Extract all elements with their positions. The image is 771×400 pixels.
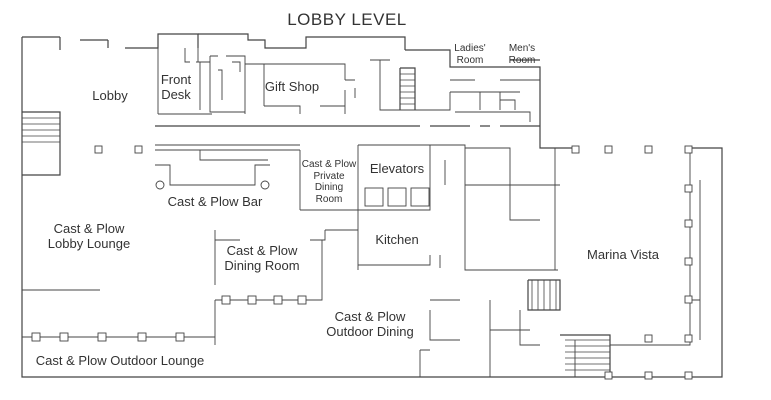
room-label-private-dining-room: Cast & Plow Private Dining Room	[301, 159, 357, 205]
room-label-front-desk: Front Desk	[160, 72, 192, 102]
columns	[94, 145, 693, 380]
page-title: LOBBY LEVEL	[287, 10, 407, 29]
outer-walls	[21, 33, 723, 378]
room-label-ladies-room: Ladies' Room	[454, 43, 486, 66]
room-label-elevators: Elevators	[369, 161, 425, 176]
room-label-cast-plow-bar: Cast & Plow Bar	[167, 194, 263, 209]
elevator-cars	[364, 187, 430, 207]
interior-walls	[22, 125, 701, 377]
room-label-lobby: Lobby	[92, 88, 128, 103]
outdoor-seating-row	[22, 295, 322, 342]
room-label-kitchen: Kitchen	[375, 232, 419, 247]
room-label-outdoor-dining: Cast & Plow Outdoor Dining	[326, 309, 414, 339]
room-label-dining-room: Cast & Plow Dining Room	[224, 243, 300, 273]
bar-area	[155, 144, 301, 210]
room-label-mens-room: Men's Room	[508, 43, 536, 66]
front-desk-block	[157, 48, 246, 115]
stairs	[22, 67, 611, 377]
restrooms	[450, 79, 540, 122]
room-label-lobby-lounge: Cast & Plow Lobby Lounge	[47, 221, 131, 251]
room-label-outdoor-lounge: Cast & Plow Outdoor Lounge	[35, 353, 205, 368]
room-label-marina-vista: Marina Vista	[586, 247, 659, 262]
room-label-gift-shop: Gift Shop	[264, 79, 320, 94]
gift-shop-walls	[245, 59, 451, 114]
